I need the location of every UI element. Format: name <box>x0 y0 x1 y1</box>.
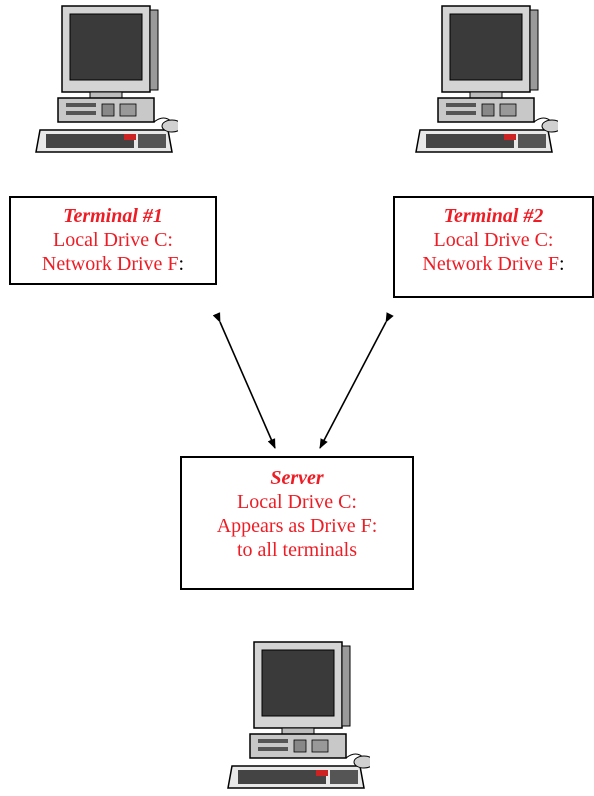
terminal-2-network-drive: Network Drive F: <box>395 252 592 276</box>
terminal-1-box: Terminal #1 Local Drive C: Network Drive… <box>9 196 217 285</box>
server-title: Server <box>270 467 324 489</box>
server-to-all-terminals: to all terminals <box>237 539 357 561</box>
terminal-1-local-drive: Local Drive C: <box>53 229 173 251</box>
terminal-2-local-drive: Local Drive C: <box>433 229 554 251</box>
terminal-2-network-drive-colon: : <box>559 253 565 275</box>
terminal-2-box: Terminal #2 Local Drive C: Network Drive… <box>393 196 594 298</box>
arrow-terminal-2-to-server <box>319 312 394 449</box>
terminal-2-title: Terminal #2 <box>443 205 544 227</box>
terminal-1-computer-icon <box>28 0 178 160</box>
terminal-1-title: Terminal #1 <box>63 205 163 227</box>
terminal-2-computer-icon <box>408 0 558 160</box>
server-local-drive: Local Drive C: <box>237 491 357 513</box>
terminal-2-network-drive-text: Network Drive F <box>422 253 560 275</box>
terminal-1-network-drive-colon: : <box>178 253 185 275</box>
server-box: Server Local Drive C: Appears as Drive F… <box>180 456 414 590</box>
desktop-computer-icon <box>227 641 370 789</box>
terminal-1-network-drive: Network Drive F: <box>11 252 215 276</box>
terminal-1-network-drive-text: Network Drive F <box>41 253 179 275</box>
server-appears-as: Appears as Drive F: <box>216 515 378 537</box>
arrow-terminal-1-to-server <box>212 312 276 449</box>
server-computer-icon <box>220 636 370 796</box>
desktop-computer-icon <box>415 5 558 153</box>
desktop-computer-icon <box>35 5 178 153</box>
